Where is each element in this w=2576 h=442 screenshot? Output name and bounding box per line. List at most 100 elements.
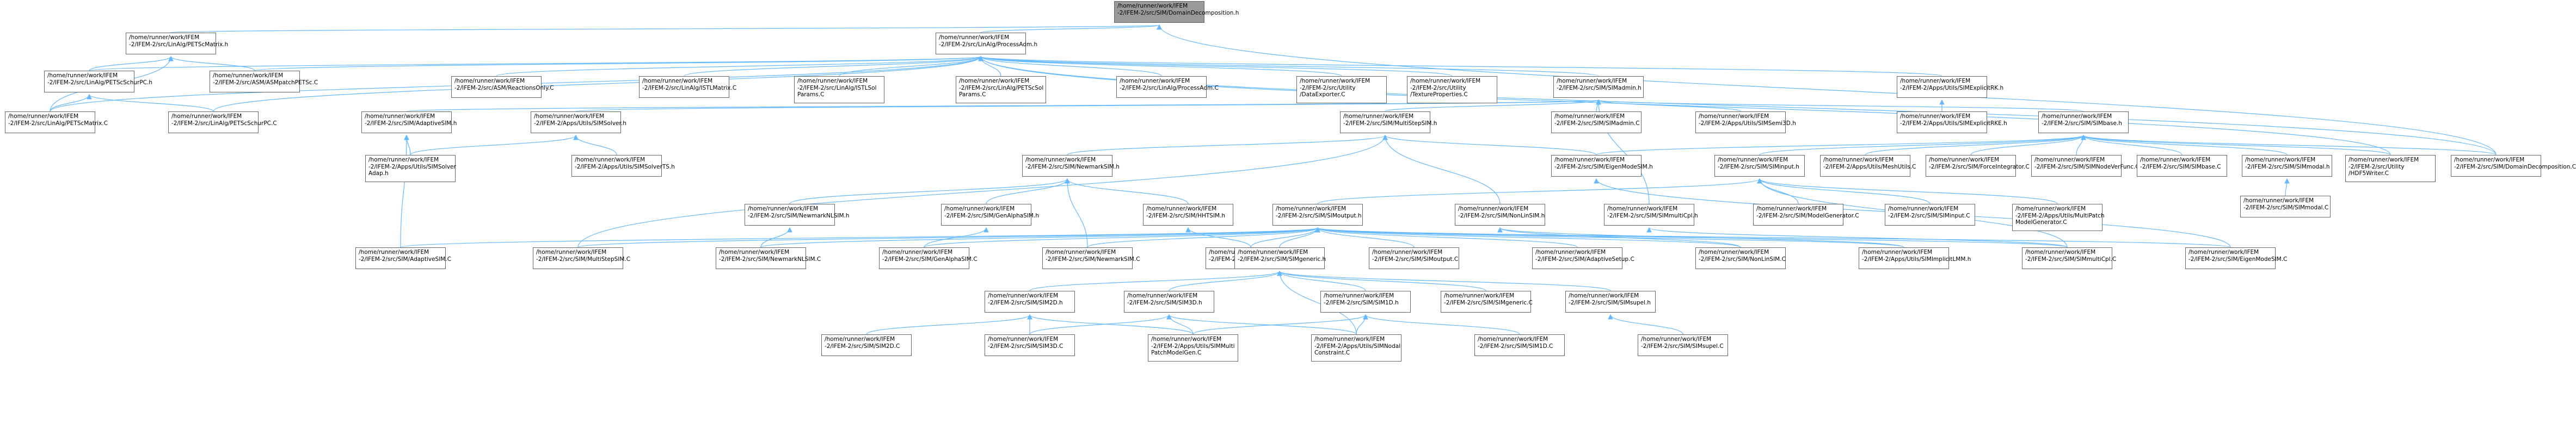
node-label-line: /home/runner/work/IFEM bbox=[1458, 206, 1529, 212]
edge-adaptivesim-c-to-adaptivesim-h bbox=[400, 134, 409, 248]
node-meshutils-c[interactable]: /home/runner/work/IFEM-2/IFEM-2/Apps/Uti… bbox=[1820, 155, 1916, 177]
node-multistepsim-c[interactable]: /home/runner/work/IFEM-2/IFEM-2/src/SIM/… bbox=[533, 247, 630, 269]
node-simmodal-h[interactable]: /home/runner/work/IFEM-2/IFEM-2/src/SIM/… bbox=[2242, 155, 2332, 177]
node-label-line: /home/runner/work/IFEM bbox=[1276, 206, 1347, 212]
edge-petscschurpc-h-to-processadm-h bbox=[89, 55, 983, 71]
node-processadm-h[interactable]: /home/runner/work/IFEM-2/IFEM-2/src/LinA… bbox=[936, 33, 1037, 54]
node-genalphasim-c[interactable]: /home/runner/work/IFEM-2/IFEM-2/src/SIM/… bbox=[879, 247, 977, 269]
node-simmodal-c[interactable]: /home/runner/work/IFEM-2/IFEM-2/src/SIM/… bbox=[2240, 196, 2331, 217]
node-sim3d-h[interactable]: /home/runner/work/IFEM-2/IFEM-2/src/SIM/… bbox=[1124, 291, 1214, 313]
node-hdf5writer-c[interactable]: /home/runner/work/IFEM-2/IFEM-2/src/Util… bbox=[2345, 155, 2436, 182]
node-siminput-c[interactable]: /home/runner/work/IFEM-2/IFEM-2/src/SIM/… bbox=[1885, 204, 1975, 226]
edge-simbase-c-to-simbase-h bbox=[2081, 134, 2182, 155]
node-simimplicitlmm-h[interactable]: /home/runner/work/IFEM-2/IFEM-2/Apps/Uti… bbox=[1859, 247, 1971, 269]
node-label-line: -2/IFEM-2/src/SIM/SIMinput.h bbox=[1718, 163, 1799, 170]
node-simmulticpl-c[interactable]: /home/runner/work/IFEM-2/IFEM-2/src/SIM/… bbox=[2022, 247, 2116, 269]
node-asmreactionsonly[interactable]: /home/runner/work/IFEM-2/IFEM-2/src/ASM/… bbox=[451, 76, 554, 98]
edge-simmultipatch-c-to-sim3d-h bbox=[1166, 314, 1194, 335]
node-domaindecomp-c[interactable]: /home/runner/work/IFEM-2/IFEM-2/src/SIM/… bbox=[2451, 155, 2576, 177]
node-nonlinsim-h[interactable]: /home/runner/work/IFEM-2/IFEM-2/src/SIM/… bbox=[1455, 204, 1545, 226]
node-simnodeverfunc-c[interactable]: /home/runner/work/IFEM-2/IFEM-2/src/SIM/… bbox=[2031, 155, 2140, 177]
node-petscsolparams-c[interactable]: /home/runner/work/IFEM-2/IFEM-2/src/LinA… bbox=[956, 76, 1046, 103]
node-hhtsim-h[interactable]: /home/runner/work/IFEM-2/IFEM-2/src/SIM/… bbox=[1143, 204, 1233, 226]
node-simadmin-c[interactable]: /home/runner/work/IFEM-2/IFEM-2/src/SIM/… bbox=[1551, 111, 1641, 133]
node-newmarksim-h[interactable]: /home/runner/work/IFEM-2/IFEM-2/src/SIM/… bbox=[1022, 155, 1120, 177]
node-simsolver-h[interactable]: /home/runner/work/IFEM-2/IFEM-2/Apps/Uti… bbox=[531, 111, 626, 133]
node-forceintegrator-c[interactable]: /home/runner/work/IFEM-2/IFEM-2/src/SIM/… bbox=[1926, 155, 2030, 177]
node-label-line: /home/runner/work/IFEM bbox=[365, 113, 435, 120]
node-label-line: -2/IFEM-2/src/SIM/SIMadmin.C bbox=[1554, 120, 1640, 127]
edge-simnodalconstr-c-to-sim3d-h bbox=[1166, 314, 1357, 335]
node-adaptivesim-c[interactable]: /home/runner/work/IFEM-2/IFEM-2/src/SIM/… bbox=[355, 247, 451, 269]
node-simmultipatch-c[interactable]: /home/runner/work/IFEM-2/IFEM-2/Apps/Uti… bbox=[1148, 334, 1238, 362]
edge-hdf5writer-c-to-simbase-h bbox=[2081, 134, 2391, 155]
node-simbase-c[interactable]: /home/runner/work/IFEM-2/IFEM-2/src/SIM/… bbox=[2137, 155, 2227, 177]
node-simoutput-h[interactable]: /home/runner/work/IFEM-2/IFEM-2/src/SIM/… bbox=[1272, 204, 1363, 226]
node-simsupel-c[interactable]: /home/runner/work/IFEM-2/IFEM-2/src/SIM/… bbox=[1638, 334, 1728, 356]
node-dataexporter-c[interactable]: /home/runner/work/IFEM-2/IFEM-2/src/Util… bbox=[1296, 76, 1387, 103]
node-label-line: -2/IFEM-2/src/ASM/ReactionsOnly.C bbox=[454, 84, 554, 91]
node-simexplicitrke-h[interactable]: /home/runner/work/IFEM-2/IFEM-2/Apps/Uti… bbox=[1897, 111, 2007, 133]
node-label-line: /home/runner/work/IFEM bbox=[1146, 206, 1217, 212]
node-petscschurpc-h[interactable]: /home/runner/work/IFEM-2/IFEM-2/src/LinA… bbox=[44, 71, 152, 92]
node-label-line: /home/runner/work/IFEM bbox=[1557, 78, 1627, 84]
node-petscmatrix-c[interactable]: /home/runner/work/IFEM-2/IFEM-2/src/LinA… bbox=[5, 111, 108, 133]
edge-dataexporter-c-to-processadm-h bbox=[978, 55, 1342, 77]
node-petscschurpc-c[interactable]: /home/runner/work/IFEM-2/IFEM-2/src/LinA… bbox=[168, 111, 277, 133]
node-processadm-c[interactable]: /home/runner/work/IFEM-2/IFEM-2/src/LinA… bbox=[1116, 76, 1219, 98]
node-adaptivesim-h[interactable]: /home/runner/work/IFEM-2/IFEM-2/src/SIM/… bbox=[361, 111, 457, 133]
node-multistepsim-h[interactable]: /home/runner/work/IFEM-2/IFEM-2/src/SIM/… bbox=[1340, 111, 1437, 133]
node-newmarknlsim-h[interactable]: /home/runner/work/IFEM-2/IFEM-2/src/SIM/… bbox=[745, 204, 850, 226]
node-simnodalconstr-c[interactable]: /home/runner/work/IFEM-2/IFEM-2/Apps/Uti… bbox=[1311, 334, 1401, 362]
node-simsolverts-h[interactable]: /home/runner/work/IFEM-2/IFEM-2/Apps/Uti… bbox=[571, 155, 675, 177]
node-label-line: /home/runner/work/IFEM bbox=[536, 249, 607, 256]
node-textureprops-c[interactable]: /home/runner/work/IFEM-2/IFEM-2/src/Util… bbox=[1407, 76, 1497, 103]
node-sim1d-c[interactable]: /home/runner/work/IFEM-2/IFEM-2/src/SIM/… bbox=[1474, 334, 1565, 356]
node-simsemi3d-h[interactable]: /home/runner/work/IFEM-2/IFEM-2/Apps/Uti… bbox=[1695, 111, 1796, 133]
node-label-line: /home/runner/work/IFEM bbox=[1324, 292, 1394, 299]
node-sim3d-c[interactable]: /home/runner/work/IFEM-2/IFEM-2/src/SIM/… bbox=[985, 334, 1075, 356]
edge-simsemi3d-h-to-simadmin-h bbox=[1596, 99, 1741, 112]
node-nonlinsim-c[interactable]: /home/runner/work/IFEM-2/IFEM-2/src/SIM/… bbox=[1695, 247, 1786, 269]
node-simbase-h[interactable]: /home/runner/work/IFEM-2/IFEM-2/src/SIM/… bbox=[2038, 111, 2129, 133]
node-istlmatrix-c[interactable]: /home/runner/work/IFEM-2/IFEM-2/src/LinA… bbox=[639, 76, 736, 98]
edge-asmpatchpetsc-c-to-processadm-h bbox=[254, 55, 983, 71]
node-label-line: -2/IFEM-2/src/SIM/SIM2D.C bbox=[825, 343, 900, 350]
node-label-line: /home/runner/work/IFEM bbox=[939, 34, 1010, 41]
edge-nonlinsim-h-to-multistepsim-h bbox=[1382, 134, 1501, 204]
node-simadmin-h[interactable]: /home/runner/work/IFEM-2/IFEM-2/src/SIM/… bbox=[1553, 76, 1644, 98]
node-modelgenerator-c[interactable]: /home/runner/work/IFEM-2/IFEM-2/src/SIM/… bbox=[1753, 204, 1859, 226]
node-newmarknlsim-c[interactable]: /home/runner/work/IFEM-2/IFEM-2/src/SIM/… bbox=[716, 247, 821, 269]
node-simmulticpl-h[interactable]: /home/runner/work/IFEM-2/IFEM-2/src/SIM/… bbox=[1604, 204, 1698, 226]
node-petscmatrix-h[interactable]: /home/runner/work/IFEM-2/IFEM-2/src/LinA… bbox=[126, 33, 229, 54]
node-siminput-h[interactable]: /home/runner/work/IFEM-2/IFEM-2/src/SIM/… bbox=[1714, 155, 1805, 177]
node-simoutput-c[interactable]: /home/runner/work/IFEM-2/IFEM-2/src/SIM/… bbox=[1369, 247, 1459, 269]
node-sim2d-h[interactable]: /home/runner/work/IFEM-2/IFEM-2/src/SIM/… bbox=[985, 291, 1075, 313]
node-label-line: -2/IFEM-2/src/LinAlg/PETScMatrix.h bbox=[129, 41, 229, 48]
node-simgeneric-c[interactable]: /home/runner/work/IFEM-2/IFEM-2/src/SIM/… bbox=[1441, 291, 1533, 313]
node-simsolveradap-h[interactable]: /home/runner/work/IFEM-2/IFEM-2/Apps/Uti… bbox=[365, 155, 456, 182]
node-eigenmodesim-h[interactable]: /home/runner/work/IFEM-2/IFEM-2/src/SIM/… bbox=[1551, 155, 1653, 177]
edge-adaptivesim-c-to-simoutput-h bbox=[400, 227, 1320, 248]
node-label-line: /home/runner/work/IFEM bbox=[1535, 249, 1606, 256]
node-simgeneric-h[interactable]: /home/runner/work/IFEM-2/IFEM-2/src/SIM/… bbox=[1234, 247, 1326, 269]
edge-petscschurpc-c-to-petscschurpc-h bbox=[87, 94, 214, 112]
node-sim2d-c[interactable]: /home/runner/work/IFEM-2/IFEM-2/src/SIM/… bbox=[821, 334, 912, 356]
node-asmpatchpetsc-c[interactable]: /home/runner/work/IFEM-2/IFEM-2/src/ASM/… bbox=[210, 71, 318, 92]
node-label-line: -2/IFEM-2/src/SIM/SIMadmin.h bbox=[1557, 84, 1641, 91]
node-newmarksim-c[interactable]: /home/runner/work/IFEM-2/IFEM-2/src/SIM/… bbox=[1042, 247, 1140, 269]
edge-nonlinsim-c-to-simoutput-h bbox=[1315, 227, 1741, 248]
node-label-line: /home/runner/work/IFEM bbox=[2034, 157, 2105, 163]
node-simexplicitrk-h[interactable]: /home/runner/work/IFEM-2/IFEM-2/Apps/Uti… bbox=[1897, 76, 2003, 98]
node-sim1d-h[interactable]: /home/runner/work/IFEM-2/IFEM-2/src/SIM/… bbox=[1320, 291, 1411, 313]
edge-meshutils-c-to-simbase-h bbox=[1865, 134, 2086, 155]
node-label-line: -2/IFEM-2/src/SIM/SIM1D.h bbox=[1324, 299, 1399, 306]
node-simsupel-h[interactable]: /home/runner/work/IFEM-2/IFEM-2/src/SIM/… bbox=[1565, 291, 1656, 313]
node-root[interactable]: /home/runner/work/IFEM-2/IFEM-2/src/SIM/… bbox=[1114, 1, 1239, 23]
node-label-line: -2/IFEM-2/src/SIM/SIMNodeVerFunc.C bbox=[2034, 163, 2140, 170]
node-adaptivesetup-c[interactable]: /home/runner/work/IFEM-2/IFEM-2/src/SIM/… bbox=[1532, 247, 1634, 269]
node-multipatchmg-c[interactable]: /home/runner/work/IFEM-2/IFEM-2/Apps/Uti… bbox=[2012, 204, 2105, 231]
node-genalphasim-h[interactable]: /home/runner/work/IFEM-2/IFEM-2/src/SIM/… bbox=[941, 204, 1039, 226]
node-eigenmodesim-c[interactable]: /home/runner/work/IFEM-2/IFEM-2/src/SIM/… bbox=[2185, 247, 2288, 269]
node-istlsolparams-c[interactable]: /home/runner/work/IFEM-2/IFEM-2/src/LinA… bbox=[794, 76, 884, 103]
